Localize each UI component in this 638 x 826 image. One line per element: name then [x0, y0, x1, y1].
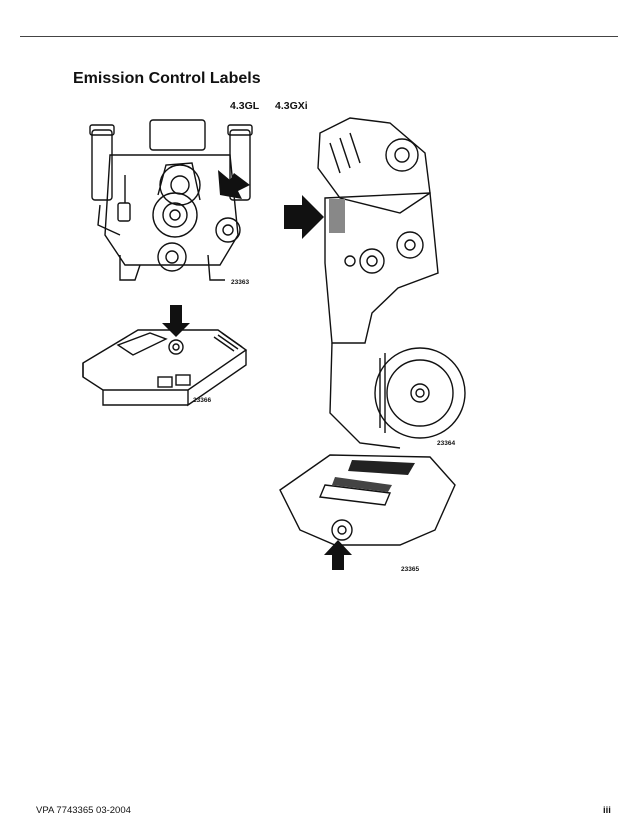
control-module-illustration: [82, 305, 248, 407]
figure-number: 23365: [401, 566, 420, 573]
engine-front-illustration: [89, 119, 253, 281]
figure-number: 23366: [193, 397, 212, 404]
document-reference: VPA 7743365 03-2004: [36, 805, 131, 816]
engine-label-gl: 4.3GL: [230, 100, 260, 112]
figure-number: 23363: [231, 279, 250, 286]
engine-cover-illustration: [279, 454, 456, 570]
alternator-bracket-illustration: [284, 117, 466, 449]
header-rule: [20, 36, 618, 37]
figure-number: 23364: [437, 440, 456, 447]
page-number: iii: [603, 805, 611, 816]
engine-label-gxi: 4.3GXi: [275, 100, 308, 112]
page-title: Emission Control Labels: [73, 70, 261, 87]
